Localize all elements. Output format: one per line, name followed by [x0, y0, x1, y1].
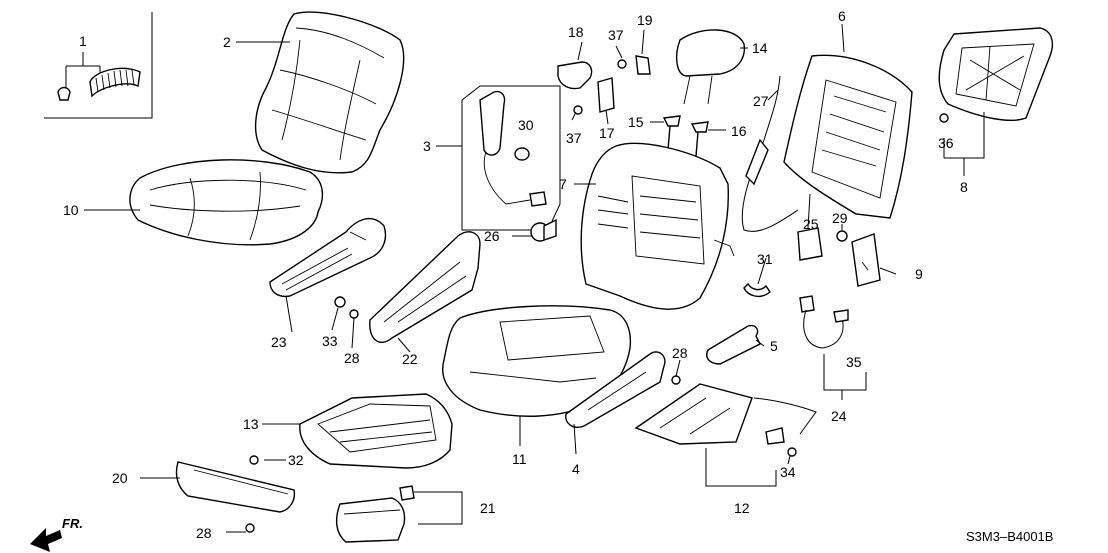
callout-4: 4: [572, 461, 580, 477]
part-27-cable: [741, 75, 799, 232]
part-31: [743, 282, 771, 298]
part-3-airbag: [461, 85, 561, 231]
callout-36: 36: [938, 135, 954, 151]
part-34: [787, 447, 797, 457]
part-13-seat-frame: [299, 393, 453, 469]
callout-28-b: 28: [672, 345, 688, 361]
part-28-b: [671, 375, 681, 385]
part-14-headrest: [675, 29, 746, 105]
leader-lines: [84, 23, 897, 533]
parts-24-35-harness: [799, 295, 867, 400]
parts-25-29-9: [797, 227, 881, 287]
part-37-upper: [617, 59, 627, 69]
part-1-clip: [57, 86, 71, 101]
callout-35: 35: [846, 354, 862, 370]
callout-14: 14: [752, 40, 768, 56]
callout-26: 26: [484, 228, 500, 244]
part-26: [530, 218, 557, 242]
fasteners: [245, 296, 797, 533]
callout-15: 15: [628, 114, 644, 130]
callout-10: 10: [63, 202, 79, 218]
part-1-inset: [44, 12, 153, 119]
callout-3: 3: [423, 138, 431, 154]
part-22-recliner-inner: [369, 231, 481, 343]
parts-15-16-guides: [662, 115, 709, 157]
callout-19: 19: [637, 12, 653, 28]
front-direction-arrow: FR.: [30, 516, 83, 552]
part-23-recliner-cover: [269, 217, 387, 298]
part-8-back-panel: [938, 27, 1054, 176]
part-17: [597, 77, 615, 113]
part-12-base-plate: [634, 383, 817, 487]
callout-23: 23: [271, 334, 287, 350]
part-36: [939, 113, 949, 123]
callout-37-a: 37: [608, 27, 624, 43]
callout-16: 16: [731, 123, 747, 139]
callout-1: 1: [79, 33, 87, 49]
part-6-frame: [783, 54, 913, 219]
part-28-c: [245, 523, 255, 533]
callout-7: 7: [559, 176, 567, 192]
callout-24: 24: [831, 408, 847, 424]
callout-18: 18: [568, 24, 584, 40]
callout-11: 11: [512, 451, 527, 467]
callout-6: 6: [838, 8, 846, 24]
diagram-code: S3M3–B4001B: [966, 529, 1053, 544]
part-28-a: [349, 309, 359, 319]
part-2-seatback-cover: [254, 11, 405, 174]
part-1-coil: [89, 67, 141, 98]
callout-30: 30: [518, 117, 534, 133]
part-32: [249, 455, 259, 465]
part-20-garnish: [175, 461, 296, 513]
callout-29: 29: [832, 210, 848, 226]
part-21-control-box: [335, 485, 463, 543]
callout-17: 17: [599, 125, 615, 141]
direction-label: FR.: [62, 516, 83, 531]
callout-28-a: 28: [344, 350, 360, 366]
callout-13: 13: [243, 416, 259, 432]
callout-37-b: 37: [566, 130, 582, 146]
callout-25: 25: [803, 216, 819, 232]
callout-9: 9: [915, 266, 923, 282]
parts-18-19-37-17: [557, 55, 651, 115]
part-10-cushion-cover: [129, 159, 324, 246]
callout-12: 12: [734, 500, 750, 516]
callout-labels: 1 2 3 4 5 6 7 8 9 10 11 12 13 14 15 16 1…: [63, 8, 968, 541]
part-19: [635, 55, 651, 75]
callout-32: 32: [288, 452, 304, 468]
callout-27: 27: [753, 93, 769, 109]
callout-28-c: 28: [196, 525, 212, 541]
callout-5: 5: [770, 338, 778, 354]
part-5: [706, 324, 761, 365]
callout-33: 33: [322, 333, 338, 349]
callout-22: 22: [402, 351, 418, 367]
callout-8: 8: [960, 179, 968, 195]
callout-34: 34: [780, 464, 796, 480]
callout-2: 2: [223, 34, 231, 50]
part-18: [557, 61, 593, 90]
part-4-side-cover: [565, 351, 666, 428]
part-7-seatback-pad: [580, 142, 735, 310]
callout-31: 31: [757, 251, 773, 267]
part-33: [334, 296, 346, 308]
callout-21: 21: [480, 500, 496, 516]
callout-20: 20: [112, 470, 128, 486]
